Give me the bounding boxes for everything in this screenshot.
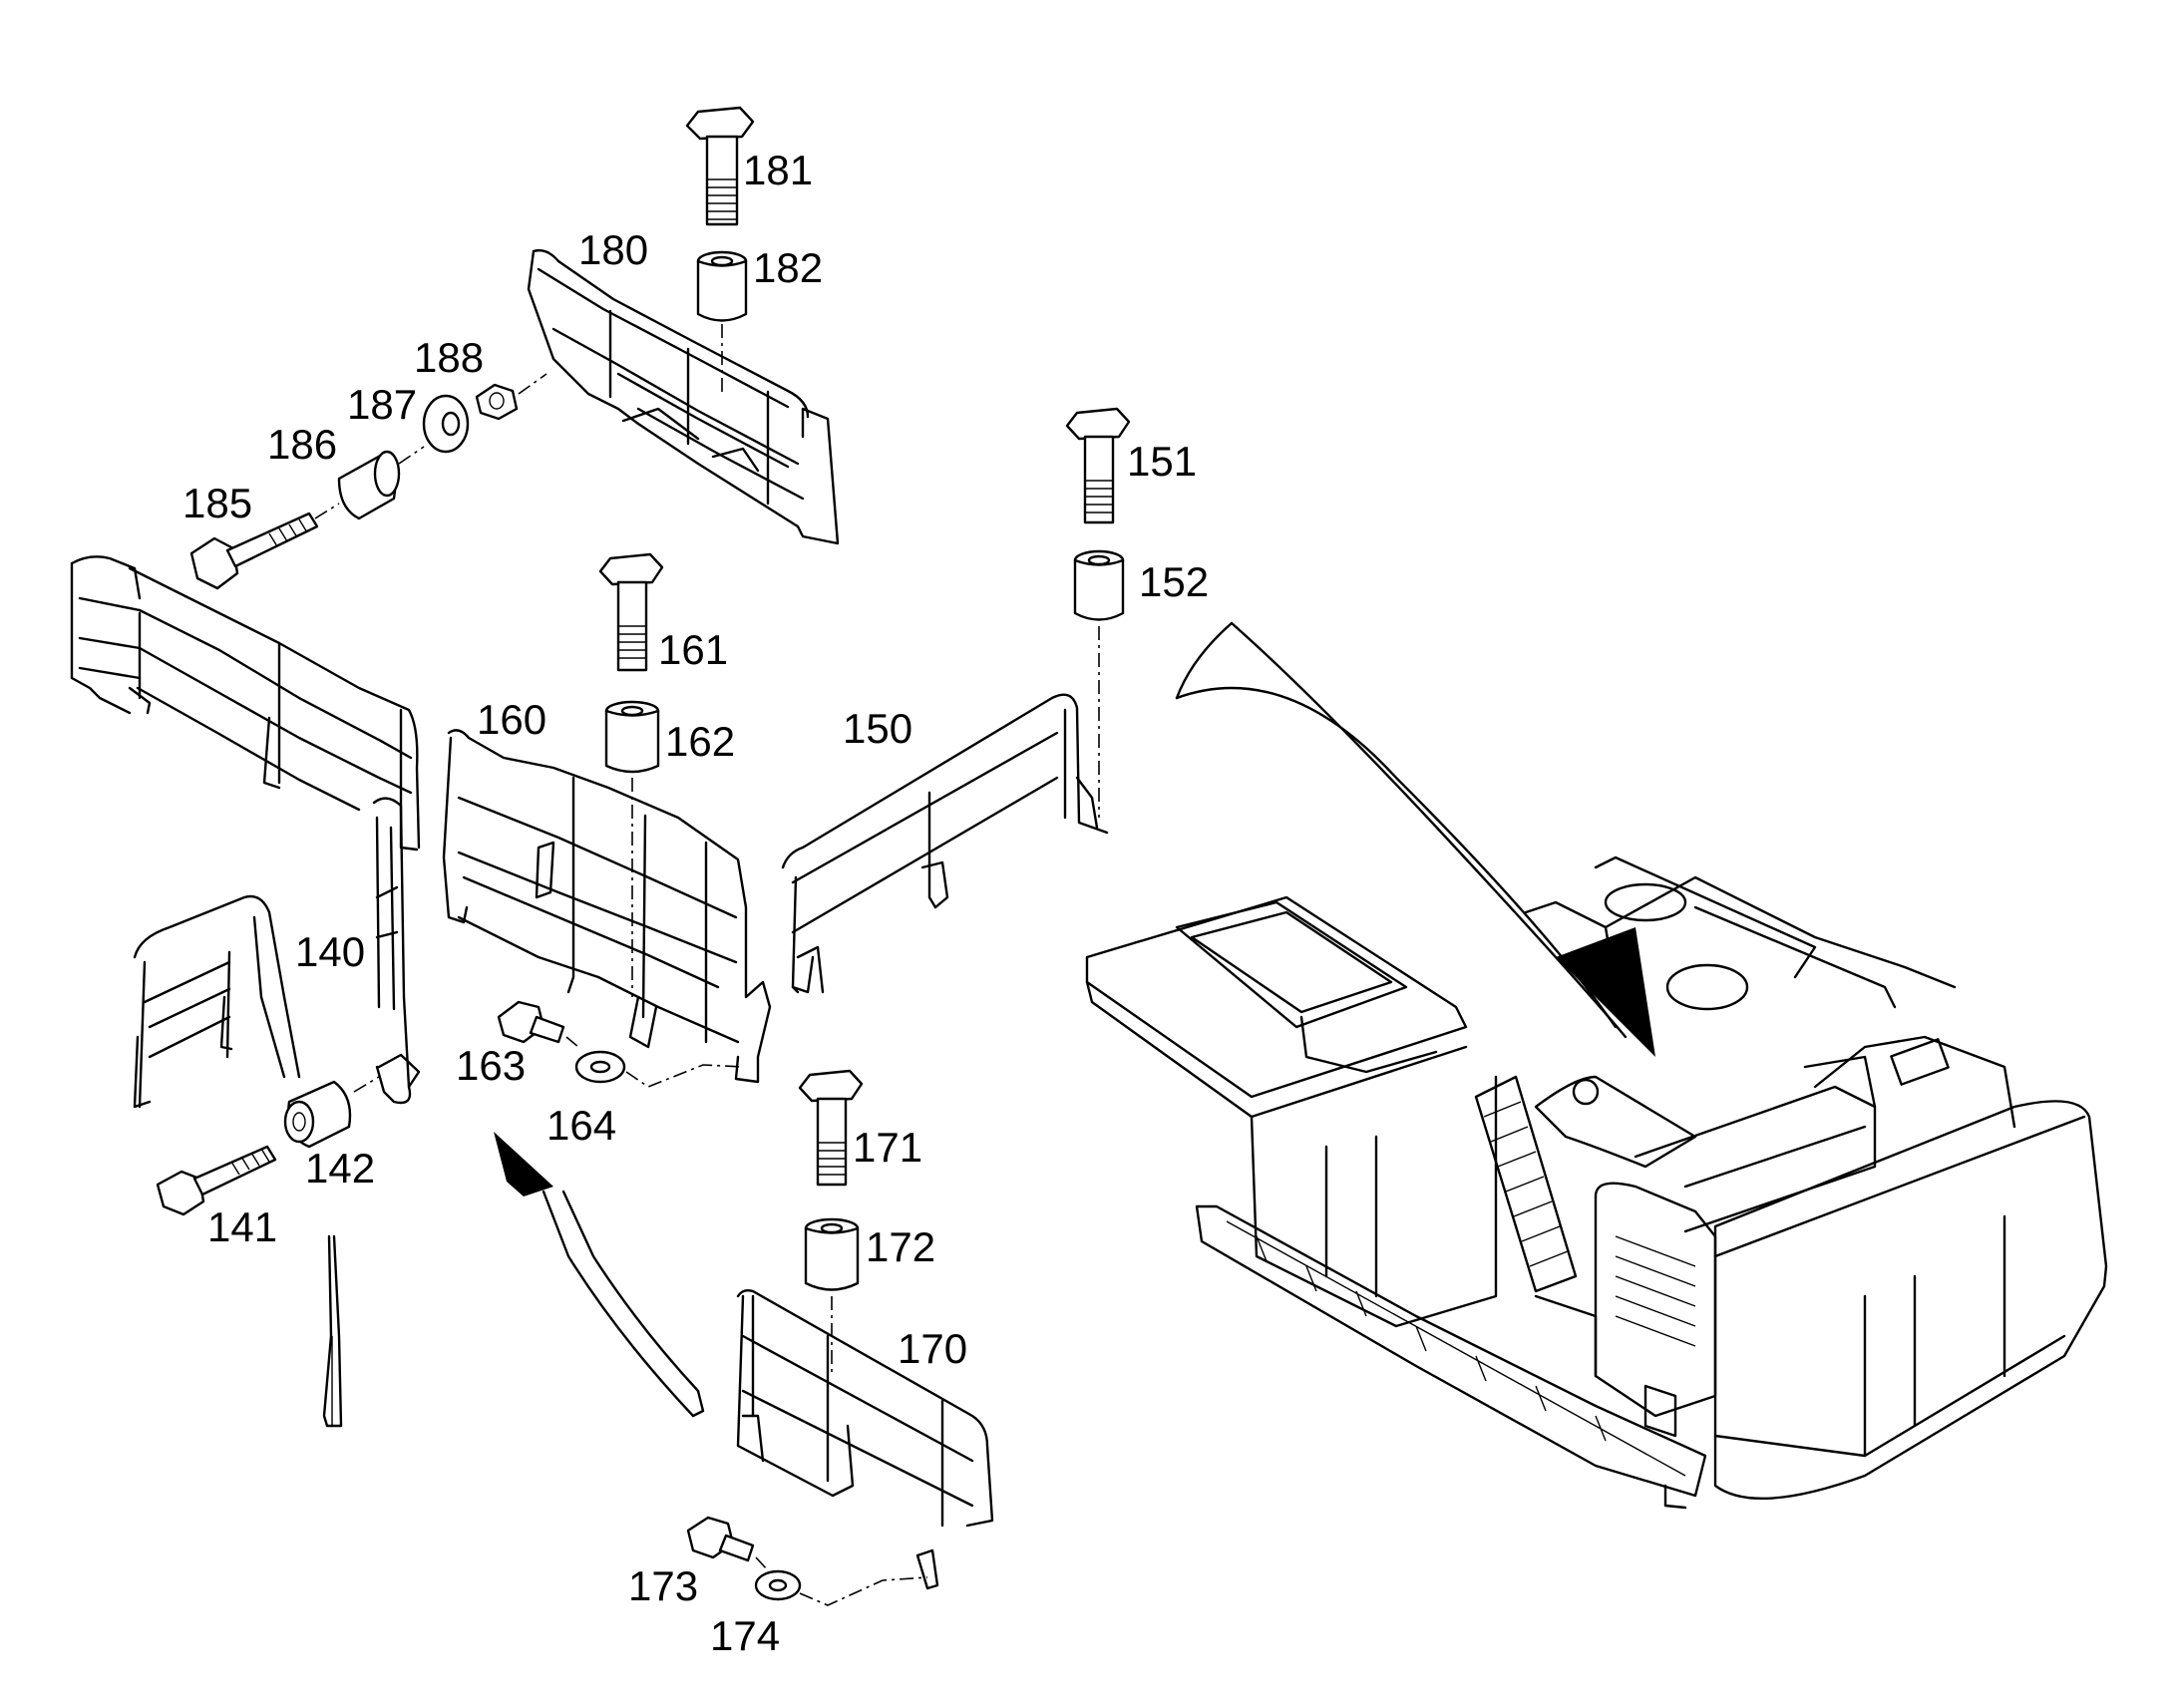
nut-188 bbox=[475, 383, 519, 421]
callout-162: 162 bbox=[665, 718, 736, 765]
washer-174 bbox=[754, 1569, 802, 1601]
callout-181: 181 bbox=[743, 147, 814, 193]
callout-161: 161 bbox=[658, 626, 729, 673]
callout-163: 163 bbox=[456, 1042, 527, 1089]
callout-142: 142 bbox=[305, 1145, 376, 1192]
spacer-182 bbox=[696, 250, 748, 322]
post-detail bbox=[322, 1234, 343, 1428]
bolt-173 bbox=[686, 1516, 755, 1562]
callout-182: 182 bbox=[753, 244, 824, 291]
bolt-161 bbox=[598, 552, 664, 672]
callout-140: 140 bbox=[295, 928, 366, 975]
spacer-172 bbox=[804, 1217, 860, 1291]
callout-188: 188 bbox=[414, 334, 485, 381]
railing-180 bbox=[527, 248, 840, 545]
spacer-186 bbox=[337, 450, 401, 520]
callout-150: 150 bbox=[843, 705, 913, 752]
gate-detail-140 bbox=[133, 894, 301, 1109]
callout-170: 170 bbox=[898, 1325, 968, 1372]
assembly-arrow-right bbox=[1175, 621, 1655, 1057]
callout-173: 173 bbox=[628, 1562, 699, 1609]
railing-160 bbox=[442, 729, 772, 1084]
callout-160: 160 bbox=[477, 696, 547, 743]
callout-174: 174 bbox=[710, 1612, 781, 1659]
railing-140 bbox=[70, 555, 421, 1105]
railing-150 bbox=[781, 693, 1109, 994]
washer-164 bbox=[574, 1050, 626, 1084]
callout-152: 152 bbox=[1139, 558, 1210, 605]
callout-141: 141 bbox=[207, 1203, 278, 1250]
callout-180: 180 bbox=[578, 226, 649, 273]
callout-172: 172 bbox=[866, 1223, 936, 1270]
bolt-185 bbox=[189, 512, 319, 590]
callout-164: 164 bbox=[546, 1102, 617, 1149]
washer-187 bbox=[422, 394, 470, 454]
railing-170 bbox=[736, 1288, 994, 1590]
bolt-141 bbox=[156, 1145, 277, 1216]
spacer-152 bbox=[1073, 549, 1125, 621]
machine-upper-structure bbox=[1085, 855, 2108, 1510]
callout-187: 187 bbox=[347, 381, 418, 428]
bolt-151 bbox=[1065, 407, 1131, 524]
assembly-arrow-left bbox=[494, 1132, 705, 1418]
spacer-162 bbox=[604, 700, 660, 774]
bolt-171 bbox=[798, 1069, 864, 1187]
bolt-163 bbox=[497, 1000, 565, 1044]
callout-171: 171 bbox=[853, 1124, 923, 1171]
bolt-181 bbox=[685, 106, 755, 226]
spacer-142 bbox=[283, 1080, 352, 1149]
callout-185: 185 bbox=[182, 480, 253, 526]
callout-186: 186 bbox=[267, 421, 338, 468]
callout-151: 151 bbox=[1127, 438, 1198, 485]
